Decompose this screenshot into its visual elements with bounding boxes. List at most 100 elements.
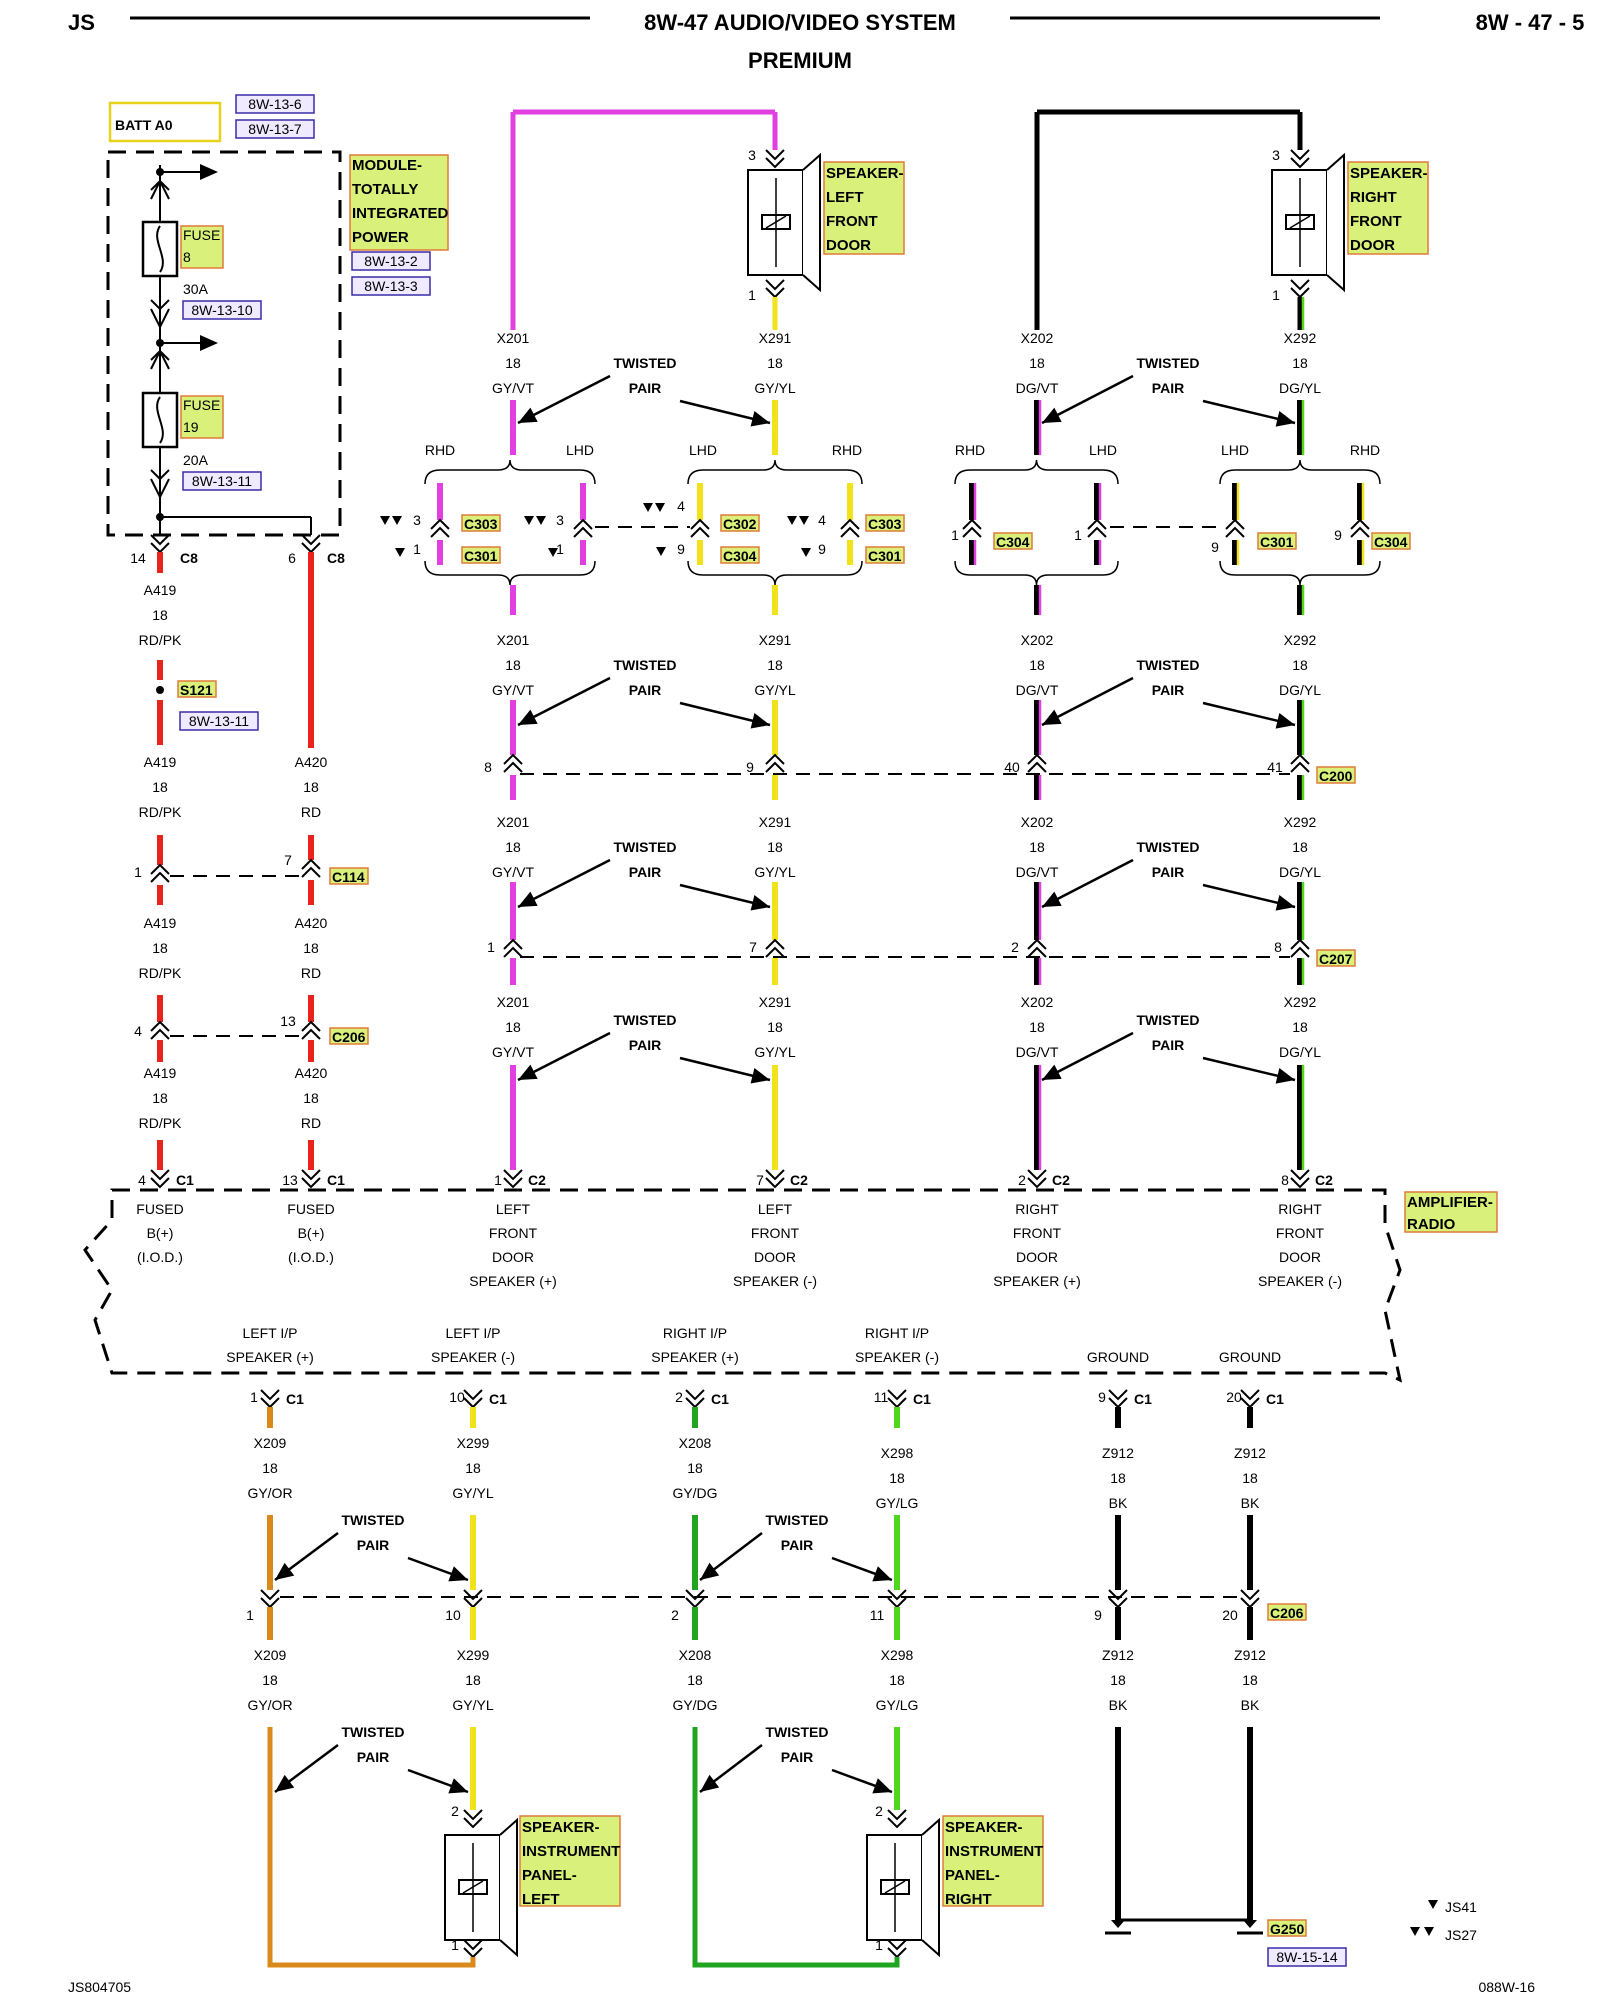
c206-bottom-pin-num: 20	[1222, 1607, 1238, 1623]
fuse8-ref-box	[182, 300, 262, 320]
c206-bottom-pin-num: 10	[445, 1607, 461, 1623]
spk-lf-label-box	[823, 161, 905, 255]
c2-pin	[503, 1169, 523, 1189]
amp-pin-label: LEFT I/P	[243, 1325, 298, 1341]
bracket-x201	[424, 459, 596, 485]
z912-brow1-5-circuit: Z912	[1234, 1445, 1266, 1461]
fuse19-chev-top	[150, 348, 170, 370]
x291-rhd-pin	[840, 518, 860, 538]
x201-row1-circuit: X201	[497, 330, 530, 346]
c207-pin	[503, 938, 523, 958]
c1-pin-b: 13	[282, 1172, 298, 1188]
c304-lbl-3: C304	[1374, 534, 1408, 550]
amp-pin-label: SPEAKER (+)	[226, 1349, 314, 1365]
x201-row2-gauge: 18	[505, 657, 521, 673]
amp-pin-label: RIGHT I/P	[865, 1325, 929, 1341]
x299-brow2-1-gauge: 18	[465, 1672, 481, 1688]
c1-bottom-label: C1	[286, 1391, 304, 1407]
tipm-label: INTEGRATED	[352, 205, 449, 222]
c206-bottom-pin-num: 11	[870, 1607, 885, 1623]
fuse8-name: FUSE	[183, 227, 220, 243]
c301-lbl-1: C301	[464, 548, 498, 564]
c114-label: C114	[332, 869, 365, 885]
footer-right: 088W-16	[1478, 1979, 1535, 1995]
spk-rf-pin-top: 3	[1272, 147, 1280, 163]
c1-bottom-label: C1	[489, 1391, 507, 1407]
x201-row4-color: GY/VT	[492, 1044, 534, 1060]
x208-return-loop	[692, 1727, 900, 1968]
amp-pin-label: FRONT	[489, 1225, 538, 1241]
x202-row4-color: DG/VT	[1016, 1044, 1059, 1060]
ipr-pin1	[887, 1939, 907, 1959]
batt-ref-1-box	[235, 94, 315, 114]
c207-pin-num: 7	[749, 939, 757, 955]
batt-label: BATT A0	[115, 117, 173, 133]
arrow-head	[200, 335, 218, 351]
x208-brow1-2-circuit: X208	[679, 1435, 712, 1451]
c207-pin	[765, 938, 785, 958]
ipl-pin1	[463, 1939, 483, 1959]
bracket-x291	[687, 459, 863, 485]
c1-bottom-pin	[1108, 1389, 1128, 1409]
c114-pin-b: 7	[284, 852, 292, 868]
js27-mark	[380, 516, 390, 525]
z912-brow1-5-color: BK	[1241, 1495, 1260, 1511]
bracket-x292-right: RHD	[1350, 442, 1380, 458]
x209-brow2-0-gauge: 18	[262, 1672, 278, 1688]
a420-3-gauge: 18	[303, 1090, 319, 1106]
speaker-ip-left-cone	[499, 1817, 518, 1958]
amp-pin-label: SPEAKER (+)	[993, 1273, 1081, 1289]
arrow-head	[750, 894, 770, 911]
c207-pin-num: 2	[1011, 939, 1019, 955]
arrow-head	[700, 1562, 720, 1580]
fuse19-ref-box	[182, 471, 262, 491]
x299-brow2-1-color: GY/YL	[452, 1697, 493, 1713]
header-left: JS	[68, 10, 95, 35]
c301-lbl-3: C301	[1260, 534, 1294, 550]
c114-pin-1	[150, 863, 170, 883]
c206-pin-13	[301, 1020, 321, 1040]
c1-bottom-pin	[1240, 1389, 1260, 1409]
c2-label: C2	[1315, 1172, 1333, 1188]
tipm-ref-1: 8W-13-2	[364, 253, 418, 269]
x292-row4-circuit: X292	[1284, 994, 1317, 1010]
fuse8-rating: 30A	[183, 281, 209, 297]
js27-mark	[787, 516, 797, 525]
c200-pin-num: 40	[1004, 759, 1020, 775]
twisted-4-twisted: TWISTED	[1137, 657, 1200, 673]
c200-lbl-box	[1316, 766, 1356, 784]
bracket-x201-left: RHD	[425, 442, 455, 458]
c206-pin-a: 4	[134, 1023, 142, 1039]
ipl-pin2	[463, 1809, 483, 1829]
c303-lbl-2: C303	[868, 516, 902, 532]
c206-pin-4	[150, 1020, 170, 1040]
c303-lbl-1-box	[461, 514, 501, 532]
c8-pin-b: 6	[288, 550, 296, 566]
fuse8-chev-top	[150, 178, 170, 200]
a419-4-gauge: 18	[152, 1090, 168, 1106]
c2-pin	[765, 1169, 785, 1189]
fuse19-ref: 8W-13-11	[192, 473, 252, 489]
fuse19-element	[156, 396, 164, 444]
c206-bottom-pin	[1108, 1589, 1128, 1609]
speaker-ip-right-coil-mark	[884, 1880, 906, 1894]
x298-brow2-3-circuit: X298	[881, 1647, 914, 1663]
amp-pin-label: FRONT	[1013, 1225, 1062, 1241]
bracket-x201-bot	[424, 560, 596, 586]
c301-pin-c: 9	[818, 541, 826, 557]
c301-pin: 1	[413, 541, 421, 557]
twisted-4-pair: PAIR	[1152, 682, 1184, 698]
js27-mark	[536, 516, 546, 525]
twisted-11-pair: PAIR	[357, 1749, 389, 1765]
c302-lbl-box	[720, 514, 760, 532]
x292-row3-color: DG/YL	[1279, 864, 1321, 880]
twisted-1-pair: PAIR	[629, 380, 661, 396]
x202-rhd-pin	[962, 518, 982, 538]
c200-pin	[765, 753, 785, 773]
z912-brow2-5-color: BK	[1241, 1697, 1260, 1713]
c8-pin-a: 14	[130, 550, 146, 566]
legend-js27-symbol-b	[1424, 1927, 1434, 1936]
spk-ipl-label: INSTRUMENT	[522, 1843, 620, 1860]
batt-box	[108, 101, 222, 143]
arrow-head	[872, 1566, 892, 1582]
